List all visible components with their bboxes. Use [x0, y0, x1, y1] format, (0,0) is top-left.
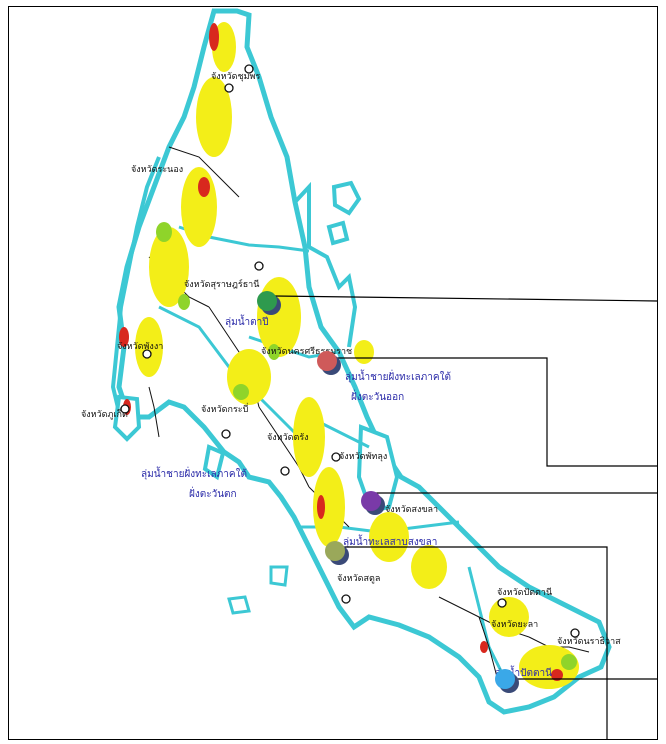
- province-labels: จังหวัดชุมพร จังหวัดระนอง จังหวัดสุราษฎร…: [81, 72, 621, 647]
- southern-thailand-map: จังหวัดชุมพร จังหวัดระนอง จังหวัดสุราษฎร…: [81, 8, 657, 739]
- callout-line-tapi: [274, 295, 657, 302]
- basin-markers: [257, 291, 519, 693]
- peninsula-landmass: [116, 8, 612, 715]
- satun-islands: [227, 595, 251, 615]
- province-label: จังหวัดปัตตานี: [497, 587, 552, 598]
- marker-pattani: [495, 669, 519, 693]
- tarutao-island: [269, 565, 289, 587]
- basin-labels: ลุ่มน้ำตาปี ลุ่มน้ำชายฝั่งทะเลภาคใต้ ฝั่…: [141, 314, 552, 679]
- risk-areas-green: [156, 222, 577, 670]
- basin-label-east-coast-2: ฝั่งตะวันออก: [351, 389, 404, 403]
- east-coast-fringe: [293, 181, 358, 348]
- province-label: จังหวัดนครศรีธรรมราช: [261, 346, 352, 357]
- callout-lines: [274, 295, 657, 739]
- province-label: จังหวัดยะลา: [491, 620, 538, 630]
- callout-line-east-coast: [329, 357, 657, 467]
- province-label: จังหวัดสตูล: [337, 574, 380, 584]
- province-label: จังหวัดกระบี่: [201, 402, 249, 415]
- risk-areas-red: [119, 23, 563, 681]
- marker-songkhla: [361, 491, 385, 515]
- province-label: จังหวัดตรัง: [267, 433, 309, 443]
- koh-samui-island: [331, 180, 362, 216]
- marker-songkhla-lake: [325, 541, 349, 565]
- basin-label-east-coast: ลุ่มน้ำชายฝั่งทะเลภาคใต้: [345, 369, 451, 383]
- map-frame: จังหวัดชุมพร จังหวัดระนอง จังหวัดสุราษฎร…: [8, 6, 658, 740]
- basin-label-west-coast: ลุ่มน้ำชายฝั่งทะเลภาคใต้: [141, 466, 247, 480]
- land-shapes: [110, 8, 612, 715]
- koh-phangan-island: [326, 220, 350, 246]
- province-label: จังหวัดนราธิวาส: [557, 636, 621, 647]
- marker-east-coast: [317, 351, 341, 375]
- basin-label-west-coast-2: ฝั่งตะวันตก: [189, 486, 237, 500]
- basin-label-tapi: ลุ่มน้ำตาปี: [225, 314, 269, 328]
- province-label: จังหวัดภูเก็ต: [81, 407, 128, 420]
- basin-label-songkhla-lake: ลุ่มน้ำทะเลสาบสงขลา: [343, 534, 437, 548]
- marker-tapi: [257, 291, 281, 315]
- province-label: จังหวัดระนอง: [131, 165, 183, 175]
- province-label: จังหวัดสงขลา: [385, 505, 438, 515]
- province-label: จังหวัดชุมพร: [211, 72, 260, 82]
- province-label: จังหวัดพัทลุง: [339, 452, 387, 462]
- west-coast-fringe: [110, 156, 161, 413]
- callout-line-songkhla-lake: [339, 546, 608, 739]
- province-label: จังหวัดพังงา: [117, 342, 163, 352]
- lanta-island: [202, 444, 226, 481]
- province-label: จังหวัดสุราษฎร์ธานี: [184, 278, 259, 290]
